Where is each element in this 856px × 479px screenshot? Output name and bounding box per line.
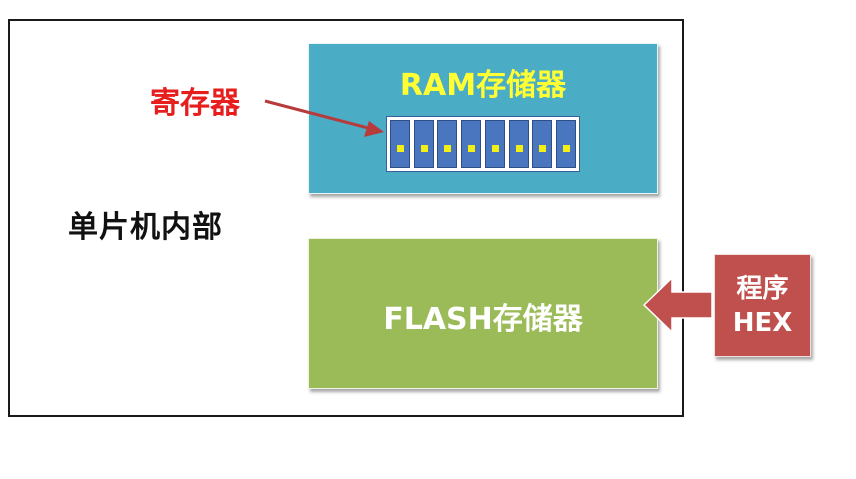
register-label: 寄存器	[150, 86, 240, 121]
register-cell	[413, 120, 434, 168]
register-bit	[420, 145, 428, 152]
register-cell	[484, 120, 505, 168]
flash-memory-title: FLASH存储器	[383, 302, 583, 337]
register-bit	[515, 145, 523, 152]
hex-label: HEX	[732, 307, 793, 338]
register-bit	[539, 145, 547, 152]
register-cell	[461, 120, 482, 168]
program-hex-block: 程序 HEX	[714, 254, 811, 357]
mcu-internal-label: 单片机内部	[68, 210, 223, 245]
register-cell	[555, 120, 576, 168]
register-array	[386, 116, 580, 172]
register-bit	[468, 145, 476, 152]
ram-memory-title: RAM存储器	[399, 68, 567, 103]
program-label: 程序	[736, 273, 789, 304]
register-cell	[532, 120, 553, 168]
register-cell	[508, 120, 529, 168]
register-bit	[491, 145, 499, 152]
register-cell	[390, 120, 410, 168]
register-cell	[437, 120, 458, 168]
register-bit	[397, 145, 404, 152]
register-bit	[562, 145, 570, 152]
ram-memory-block: RAM存储器	[308, 43, 658, 194]
register-bit	[444, 145, 452, 152]
flash-memory-block: FLASH存储器	[308, 238, 658, 389]
